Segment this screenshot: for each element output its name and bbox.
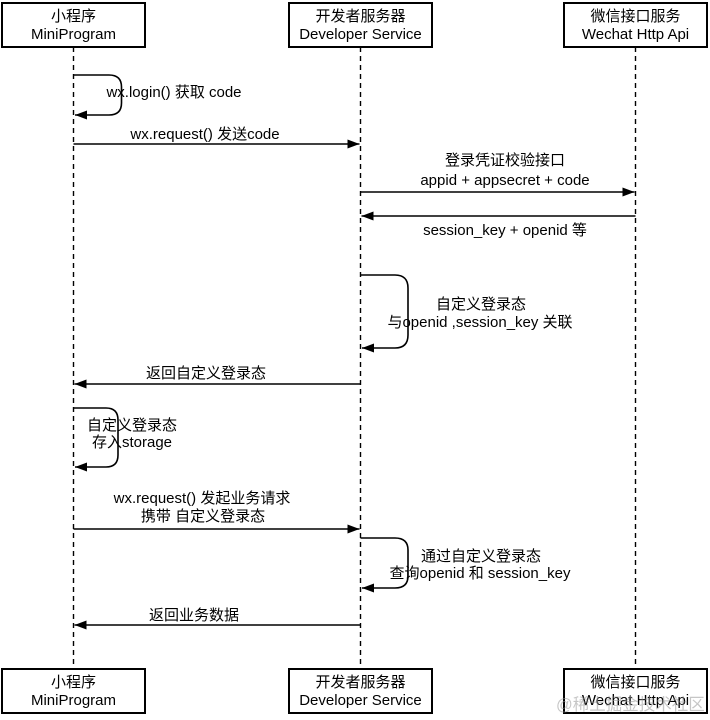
actor-bottom-developer-service-subtitle: Developer Service (299, 692, 422, 709)
actor-top-miniprogram-name: 小程序 (51, 8, 96, 25)
actor-bottom-developer-service: 开发者服务器 Developer Service (288, 668, 433, 714)
actor-bottom-miniprogram-subtitle: MiniProgram (31, 692, 116, 709)
actor-bottom-miniprogram: 小程序 MiniProgram (1, 668, 146, 714)
actor-top-developer-service-name: 开发者服务器 (315, 8, 405, 25)
watermark-text: @稀土掘金技术社区 (556, 695, 705, 714)
msg7-self-arrow (73, 407, 119, 472)
actor-top-miniprogram-box (1, 2, 146, 48)
actor-top-developer-service: 开发者服务器 Developer Service (288, 2, 433, 48)
msg7-label-line1: 自定义登录态 (87, 417, 177, 434)
actor-bottom-developer-service-box (288, 668, 433, 714)
msg5-label-line1: 自定义登录态 (436, 296, 526, 313)
actor-bottom-wechat-api: 微信接口服务 Wechat Http Api (563, 668, 708, 714)
msg4-label: session_key + openid 等 (423, 221, 587, 239)
msg5-self-arrow (360, 274, 409, 353)
msg6-label: 返回自定义登录态 (146, 365, 266, 382)
actor-top-developer-service-subtitle: Developer Service (299, 26, 422, 43)
msg3-label-line2: appid + appsecret + code (420, 172, 589, 189)
actor-top-wechat-api-subtitle: Wechat Http Api (582, 26, 689, 43)
msg3-label-line1: 登录凭证校验接口 (445, 152, 565, 169)
actor-top-wechat-api-name: 微信接口服务 (590, 8, 680, 25)
actor-top-miniprogram: 小程序 MiniProgram (1, 2, 146, 48)
actor-top-wechat-api-box (563, 2, 708, 48)
msg9-label-line2: 查询openid 和 session_key (390, 565, 571, 582)
msg2-label: wx.request() 发送code (129, 126, 279, 143)
actor-bottom-wechat-api-box (563, 668, 708, 714)
msg8-label-line1: wx.request() 发起业务请求 (113, 490, 291, 507)
actor-bottom-developer-service-name: 开发者服务器 (315, 674, 405, 691)
msg9-label-line1: 通过自定义登录态 (421, 548, 541, 565)
actor-bottom-miniprogram-box (1, 668, 146, 714)
actor-bottom-wechat-api-name: 微信接口服务 (590, 674, 680, 691)
msg9-self-arrow (360, 537, 409, 593)
msg1-label: wx.login() 获取 code (105, 84, 241, 101)
actor-bottom-miniprogram-name: 小程序 (51, 674, 96, 691)
msg10-label: 返回业务数据 (149, 607, 239, 624)
msg1-self-arrow (73, 74, 123, 120)
actor-bottom-wechat-api-subtitle: Wechat Http Api (582, 692, 689, 709)
msg8-label-line2: 携带 自定义登录态 (141, 508, 265, 525)
msg5-label-line2: 与openid ,session_key 关联 (387, 314, 572, 331)
actor-top-miniprogram-subtitle: MiniProgram (31, 26, 116, 43)
actor-top-wechat-api: 微信接口服务 Wechat Http Api (563, 2, 708, 48)
msg7-label-line2: 存入storage (92, 434, 172, 451)
actor-top-developer-service-box (288, 2, 433, 48)
